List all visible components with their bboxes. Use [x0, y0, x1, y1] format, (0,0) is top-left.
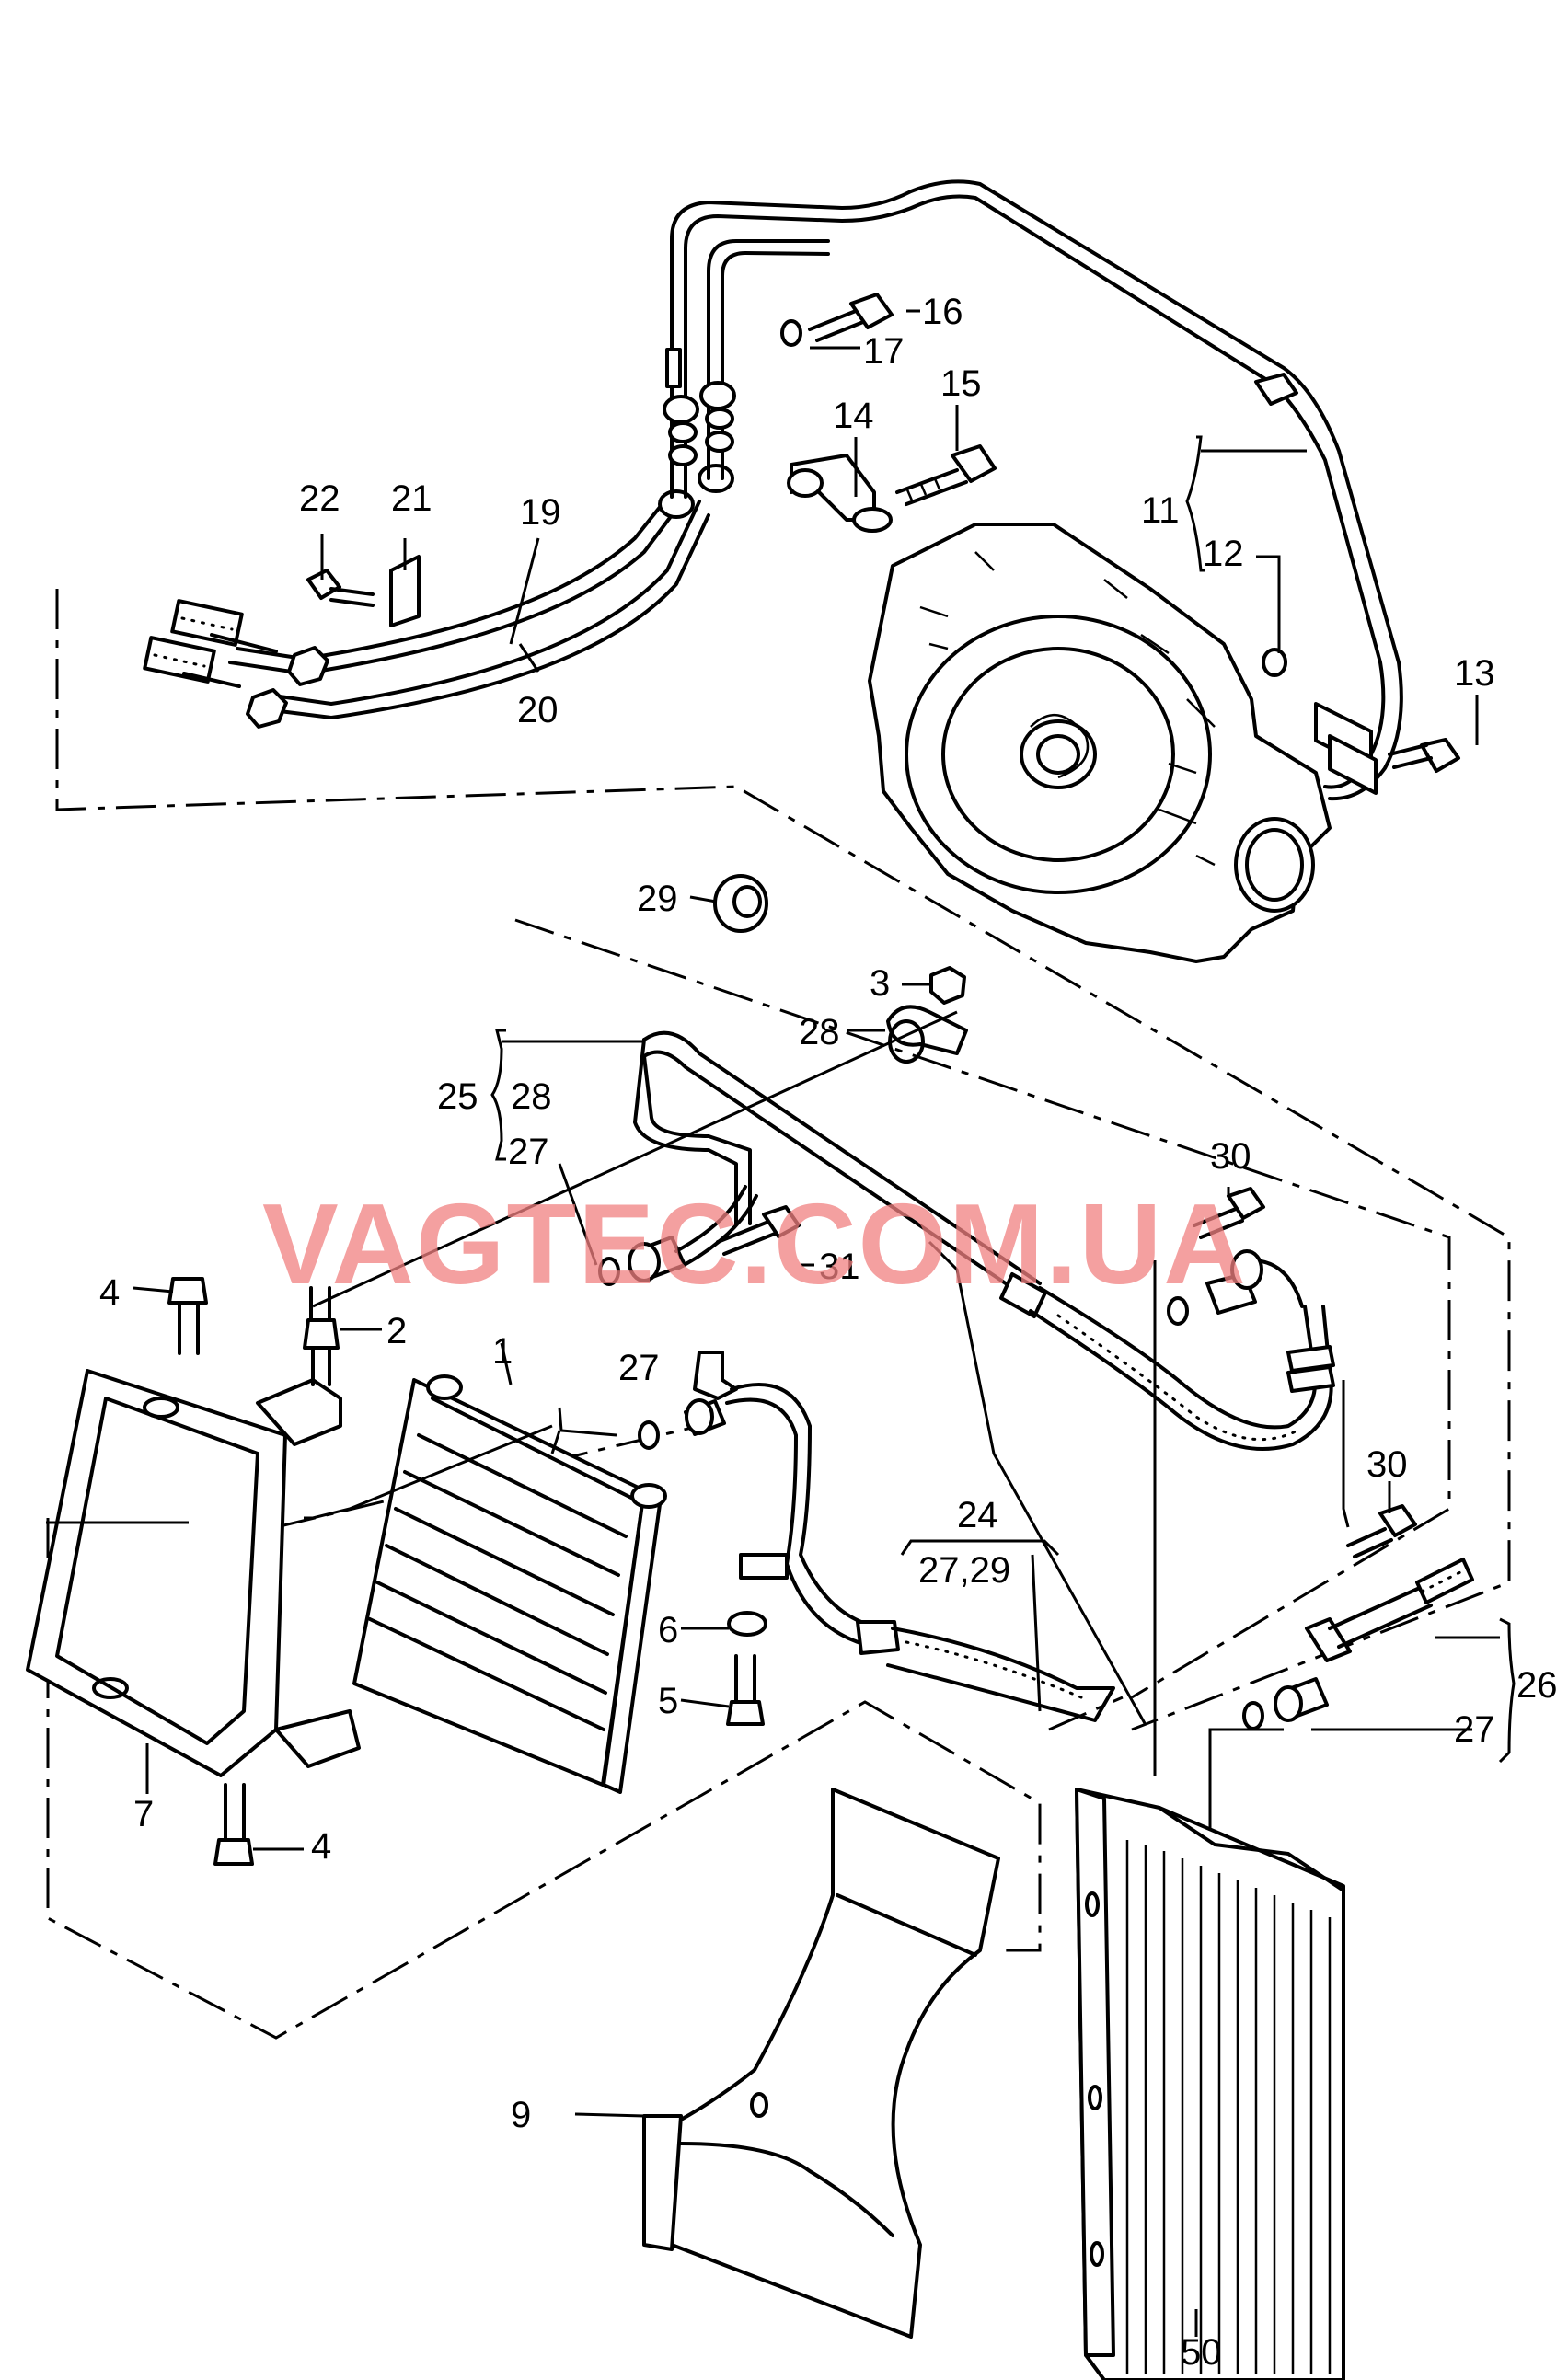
air-duct-9: [642, 1788, 1000, 2339]
grommet-29: [713, 874, 768, 933]
stud-2: [303, 1286, 340, 1386]
clamp-28: [886, 1005, 968, 1064]
label-4-upper: 4: [99, 1272, 120, 1313]
hose-24: [638, 1351, 1115, 1722]
label-25-sub-27: 27: [508, 1132, 549, 1172]
label-28: 28: [799, 1012, 840, 1052]
label-21: 21: [391, 478, 432, 519]
washer-6: [727, 1611, 767, 1637]
bolt-4-upper: [167, 1277, 208, 1355]
label-22: 22: [299, 478, 340, 519]
label-14: 14: [833, 396, 874, 436]
label-4-lower: 4: [311, 1826, 331, 1867]
label-26: 26: [1516, 1665, 1558, 1706]
label-17: 17: [863, 331, 905, 372]
bolt-31: [716, 1205, 801, 1256]
label-25-sub-28: 28: [511, 1076, 552, 1117]
label-20: 20: [517, 690, 559, 730]
label-7: 7: [133, 1794, 154, 1834]
transmission-housing: [868, 523, 1332, 963]
leader-lines: [46, 309, 1516, 2337]
label-29: 29: [637, 879, 678, 919]
label-27-right: 27: [1454, 1709, 1495, 1750]
hose-26: [1242, 1558, 1474, 1730]
radiator-50: [1075, 1788, 1345, 2380]
group-outline-upper: [55, 589, 1511, 1731]
banjo-bolt-13: [1262, 648, 1460, 773]
label-13: 13: [1454, 653, 1495, 694]
nut-3: [929, 966, 966, 1005]
label-24-sub: 27,29: [918, 1550, 1010, 1591]
washer-17: [780, 319, 802, 347]
oil-pipe-11: [663, 179, 1403, 801]
label-5: 5: [658, 1681, 678, 1721]
label-27-left: 27: [618, 1348, 660, 1388]
label-50: 50: [1181, 2332, 1222, 2373]
bolt-22: [306, 569, 375, 607]
label-30-upper: 30: [1210, 1136, 1251, 1177]
clip-21: [389, 555, 421, 627]
label-3: 3: [870, 963, 890, 1004]
label-24: 24: [957, 1495, 998, 1535]
bolt-15: [895, 444, 997, 506]
oil-pipe-19-20: [143, 464, 734, 729]
oil-cooler-1: [352, 1374, 667, 1794]
label-19: 19: [520, 492, 561, 533]
bolt-4-lower: [213, 1783, 254, 1866]
label-15: 15: [940, 363, 982, 404]
hose-25: [598, 1030, 1335, 1451]
watermark-text: VAGTEC.COM.UA: [262, 1181, 1248, 1308]
label-2: 2: [386, 1311, 407, 1351]
label-11: 11: [1141, 490, 1180, 531]
bolt-16: [808, 293, 894, 342]
group-outline-lower: [46, 1518, 1042, 2040]
label-12: 12: [1203, 534, 1244, 574]
label-31: 31: [819, 1247, 860, 1287]
group-outline-middle: [514, 918, 1451, 1699]
label-9: 9: [511, 2095, 531, 2135]
label-6: 6: [658, 1610, 678, 1650]
label-25: 25: [437, 1076, 478, 1117]
bolt-5: [726, 1654, 765, 1726]
bracket-14: [787, 454, 893, 533]
label-16: 16: [922, 292, 963, 332]
label-1: 1: [492, 1331, 513, 1372]
label-30-lower: 30: [1366, 1444, 1408, 1485]
callout-labels: 16 17 15 14 11 12 13 22 21 19 20 29 3 28…: [99, 292, 1558, 2373]
bracket-7: [26, 1369, 361, 1777]
bolt-30-upper: [1193, 1187, 1265, 1239]
